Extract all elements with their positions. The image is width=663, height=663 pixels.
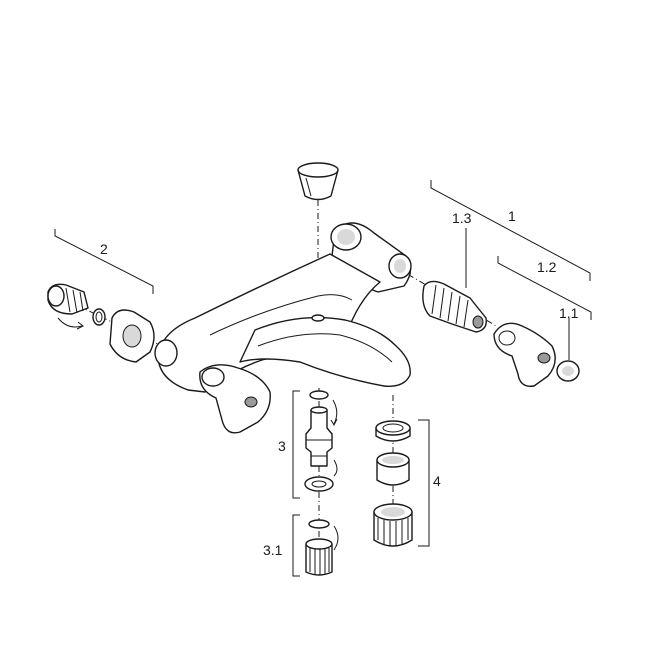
bracket-3 <box>292 390 300 499</box>
label-4: 4 <box>433 473 441 489</box>
right-lever-handle <box>493 322 556 387</box>
bracket-group-1-2 <box>497 256 592 320</box>
left-cover-nut <box>109 309 155 363</box>
left-cartridge-insert <box>47 283 89 330</box>
center-valve-stem <box>305 399 338 477</box>
top-cap-knob <box>297 162 339 201</box>
left-lever-handle <box>199 364 271 434</box>
aerator-housing <box>373 503 413 547</box>
center-washer <box>304 476 334 492</box>
label-1: 1 <box>508 208 516 224</box>
aerator-insert <box>376 452 410 486</box>
bracket-1-2 <box>497 256 592 320</box>
bracket-group-2 <box>54 229 154 294</box>
aerator-ring <box>375 420 411 442</box>
bracket-3-1 <box>292 514 300 577</box>
bracket-2 <box>54 229 154 294</box>
label-3: 3 <box>278 438 286 454</box>
bracket-1 <box>430 180 591 281</box>
center-o-ring-lower <box>308 519 330 529</box>
label-1-3: 1.3 <box>452 210 472 226</box>
label-2: 2 <box>100 241 108 257</box>
label-3-1: 3.1 <box>263 542 283 558</box>
bracket-4 <box>418 419 430 547</box>
bracket-group-1 <box>430 180 591 281</box>
center-o-ring-top <box>309 390 329 400</box>
label-1-1: 1.1 <box>559 305 579 321</box>
right-cap-1-1 <box>556 360 580 382</box>
center-nozzle-3-1 <box>305 525 339 576</box>
label-1-2: 1.2 <box>537 259 557 275</box>
left-o-ring <box>92 308 106 326</box>
tap-body <box>154 222 412 393</box>
right-cartridge-1-3 <box>422 280 487 333</box>
